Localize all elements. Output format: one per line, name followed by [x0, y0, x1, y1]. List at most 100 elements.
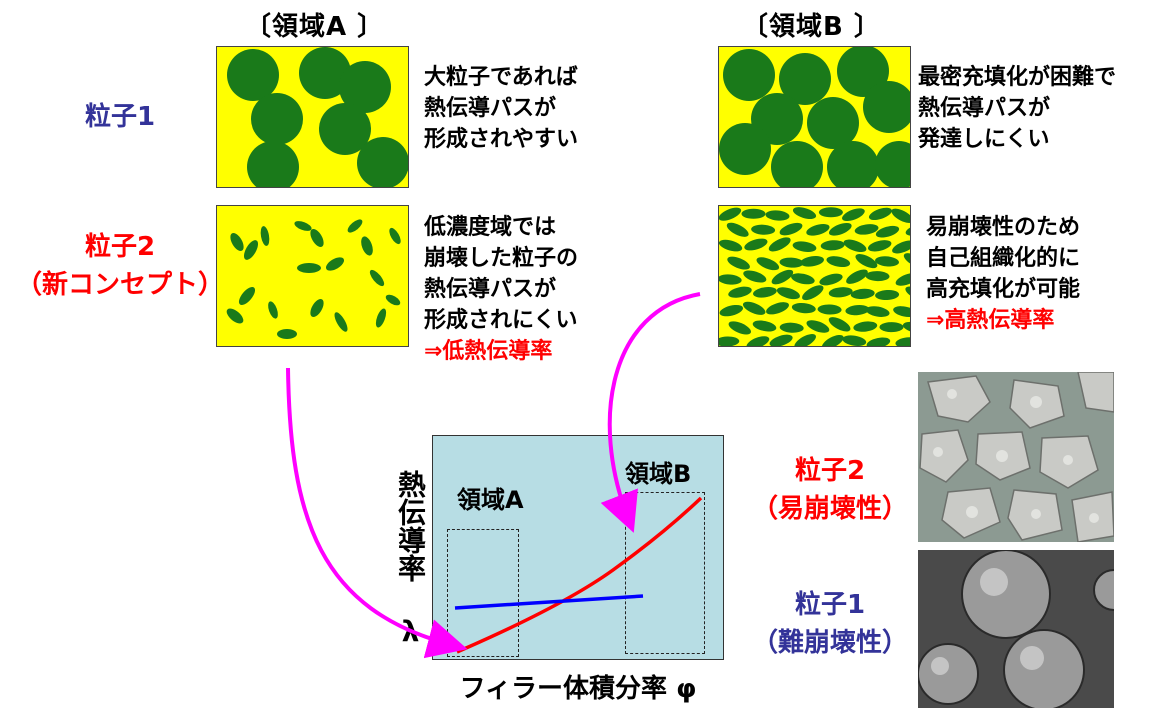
particle-fragment [375, 308, 387, 328]
particle-fragment [361, 236, 373, 256]
desc-line: 形成されにくい [424, 308, 578, 333]
particle-fragment [828, 222, 852, 236]
particle-fragment [800, 256, 824, 267]
particle-fragment [842, 335, 867, 346]
region-b-particle-2-diagram [718, 205, 911, 347]
region-a-particle-1-diagram [216, 46, 409, 188]
particle-fragment [792, 207, 817, 220]
particle-fragment [779, 257, 804, 268]
particle-fragment [828, 317, 851, 332]
particle-fragment [893, 306, 910, 318]
particle-fragment [385, 294, 401, 306]
particle-fragment [855, 254, 878, 269]
particle-fragment [756, 257, 780, 271]
desc-line: 熱伝導パスが [424, 96, 557, 121]
large-particles-illustration [227, 47, 408, 187]
particle-fragment [818, 207, 843, 218]
photo-particle-1-type: （難崩壊性） [751, 628, 908, 658]
particle-fragment [238, 286, 256, 306]
particle-fragment [895, 337, 910, 346]
particle-fragment [727, 256, 750, 270]
large-particles-dense-illustration [719, 47, 910, 187]
particle-fragment [806, 223, 830, 236]
dense-fragments-illustration [719, 207, 910, 346]
particle-fragment [268, 301, 278, 319]
particle-fragment [369, 269, 385, 287]
particle-fragment [826, 256, 851, 268]
particle-fragment [742, 301, 766, 315]
particle-fragment [905, 286, 910, 301]
particle-fragment [726, 222, 749, 237]
particle-fragment [766, 302, 789, 315]
particle-fragment [820, 240, 845, 251]
particle-1-label: 粒子1 [84, 102, 156, 132]
particle-fragment [765, 210, 790, 221]
thermal-conductivity-chart: 領域A 領域B [432, 435, 724, 660]
particle-fragment [875, 256, 899, 267]
particle-fragment [719, 304, 744, 317]
particle-fragment [779, 222, 803, 236]
particle-fragment [867, 240, 892, 252]
region-a-particle-2-diagram [216, 205, 409, 347]
particle-fragment [791, 302, 816, 314]
particle-fragment [806, 320, 830, 333]
desc-line: 熱伝導パスが [424, 277, 557, 302]
photo-particle-2-type: （易崩壊性） [751, 494, 908, 524]
region-a-header: 〔領域A 〕 [245, 12, 385, 42]
particle-fragment [846, 269, 868, 284]
particle-fragment [728, 321, 752, 335]
desc-line: 自己組織化的に [926, 246, 1081, 271]
particle-fragment [776, 287, 800, 300]
particle-fragment [294, 221, 312, 231]
particle-fragment [277, 329, 297, 339]
particle-fragment [746, 336, 770, 346]
particle-fragment [771, 269, 794, 285]
particle-fragment [751, 224, 776, 235]
particle-fragment [821, 334, 844, 346]
high-conductivity-result: ⇒高熱伝導率 [926, 308, 1055, 333]
particle-fragment [389, 227, 401, 245]
particle-fragment [850, 288, 875, 299]
particle-fragment [743, 270, 767, 283]
particle-fragment [297, 263, 321, 273]
particle-1-series-line [454, 594, 644, 610]
particle-fragment [879, 322, 904, 333]
particle-fragment [719, 274, 742, 285]
particle-fragment [741, 208, 766, 219]
particle-fragment [794, 334, 816, 346]
particle-fragment [728, 286, 752, 298]
particle-fragment [843, 239, 867, 253]
y-axis-label: 熱伝導率 λ [394, 470, 427, 648]
crumbly-particles-image [918, 372, 1114, 542]
region-b-header: 〔領域B 〕 [742, 12, 881, 42]
spherical-particles-image [918, 550, 1114, 708]
particle-fragment [819, 273, 843, 286]
desc-line: 易崩壊性のため [926, 215, 1081, 240]
region-a-particle-1-description: 大粒子であれば 熱伝導パスが 形成されやすい [424, 62, 578, 155]
desc-line: 大粒子であれば [424, 65, 578, 90]
particle-fragment [744, 238, 768, 251]
particle-fragment [902, 321, 910, 334]
chart-plot [454, 496, 703, 654]
sparse-fragments-illustration [226, 219, 401, 339]
particle-fragment [310, 298, 324, 318]
desc-line: 形成されやすい [424, 127, 579, 152]
particle-fragment [334, 312, 348, 332]
desc-line: 高充填化が可能 [926, 277, 1081, 302]
particle-fragment [868, 207, 892, 221]
desc-line: 低濃度域では [424, 215, 557, 240]
particle-2-concept-label: （新コンセプト） [15, 270, 224, 300]
particle-fragment [875, 289, 900, 301]
particle-fragment [791, 273, 815, 285]
desc-line: 最密充填化が困難で [918, 65, 1117, 90]
particle-1-micrograph [918, 550, 1114, 708]
particle-fragment [768, 237, 791, 252]
particle-fragment [865, 271, 890, 282]
particle-2-micrograph [918, 372, 1114, 542]
particle-fragment [892, 240, 910, 254]
particle-fragment [719, 207, 742, 221]
desc-line: 崩壊した粒子の [424, 246, 579, 271]
particle-2-series-line [456, 496, 703, 654]
desc-line: 発達しにくい [918, 127, 1050, 152]
particle-fragment [875, 225, 900, 238]
